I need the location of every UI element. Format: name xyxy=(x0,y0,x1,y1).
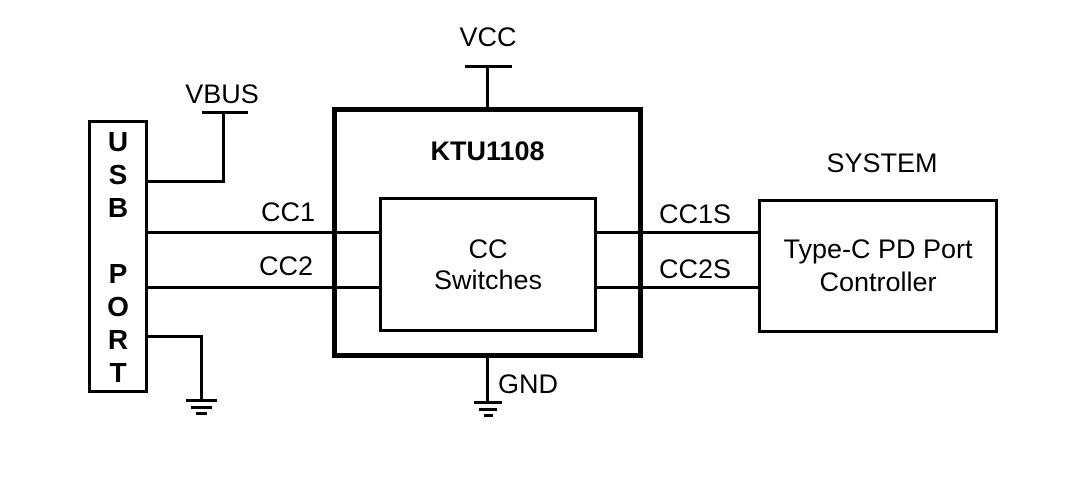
usb-ground-wire-horizontal xyxy=(146,335,203,338)
cc2s-net-label: CC2S xyxy=(659,254,732,284)
system-caption: SYSTEM xyxy=(826,148,938,178)
gnd-pin-label: GND xyxy=(498,369,558,399)
usb-port-letter: S xyxy=(108,158,128,190)
cc2-net-label: CC2 xyxy=(258,251,313,281)
usb-port-letter: T xyxy=(109,356,127,388)
usb-port-letter: U xyxy=(107,125,129,157)
ktu1108-title: KTU1108 xyxy=(430,136,545,166)
gnd-wire xyxy=(486,356,489,403)
vbus-rail-label: VBUS xyxy=(185,79,259,109)
cc-switches-label-line1: CC xyxy=(468,233,508,264)
vbus-wire xyxy=(146,180,225,183)
ground-bar xyxy=(191,406,212,409)
usb-port-letter: R xyxy=(107,323,129,355)
cc2-wire xyxy=(146,286,382,289)
cc2s-wire xyxy=(595,286,761,289)
vcc-rail-stem-wire xyxy=(486,65,489,109)
ground-bar xyxy=(474,401,502,404)
usb-port-letter: B xyxy=(107,191,129,223)
cc1-wire xyxy=(146,231,382,234)
usb-ground-wire-vertical xyxy=(200,335,203,402)
cc1-net-label: CC1 xyxy=(260,197,315,227)
pd-controller-label-line1: Type-C PD Port xyxy=(783,234,973,264)
usb-port-letter: O xyxy=(107,290,129,322)
cc1s-net-label: CC1S xyxy=(659,199,732,229)
cc-switches-label-line2: Switches xyxy=(433,264,543,295)
ground-bar xyxy=(479,408,497,411)
vbus-rail-stem-wire xyxy=(222,111,225,182)
ground-bar xyxy=(186,399,217,402)
pd-controller-box: Type-C PD Port Controller xyxy=(758,199,998,333)
cc1s-wire xyxy=(595,231,761,234)
pd-controller-label-line2: Controller xyxy=(819,267,937,297)
vcc-rail-label: VCC xyxy=(459,22,517,52)
vbus-rail-bar-icon xyxy=(202,111,248,114)
ground-bar xyxy=(484,414,493,417)
usb-port-letter: P xyxy=(108,257,128,289)
ground-bar xyxy=(196,412,207,415)
usb-port-box: U S B P O R T xyxy=(88,120,148,393)
cc-switches-box: CC Switches xyxy=(379,197,597,332)
